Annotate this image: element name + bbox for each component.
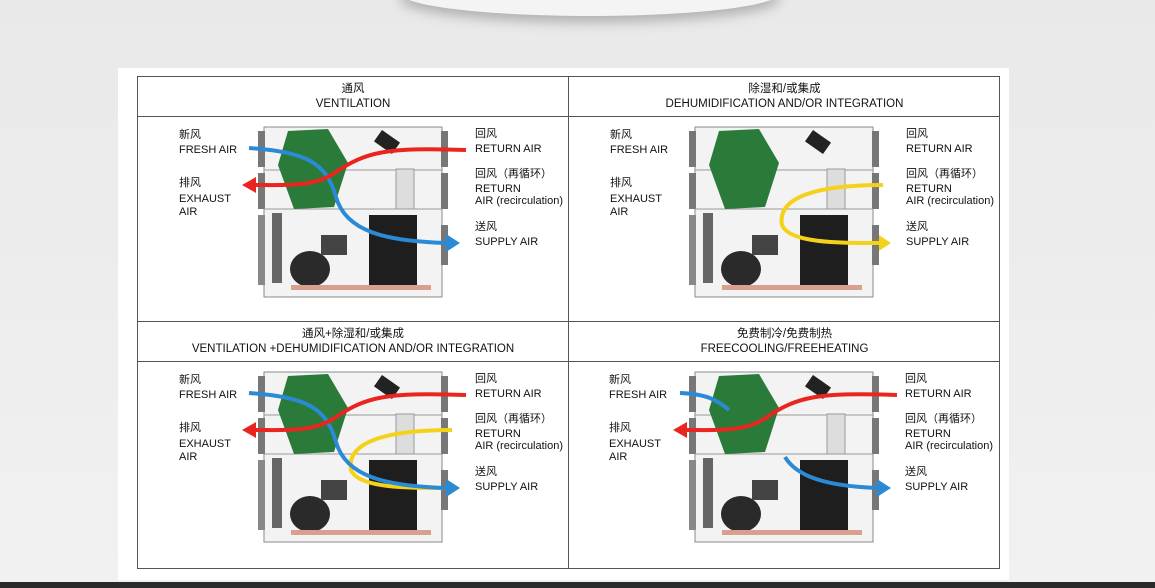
return-air-label-cn: 回风 (475, 373, 497, 385)
return-air-arrow (673, 392, 898, 438)
mode-title-cn: 除湿和/或集成 (748, 83, 821, 95)
mode-title-cn: 通风+除湿和/或集成 (302, 328, 404, 340)
fresh-air-label: FRESH AIR (179, 144, 238, 156)
recirculation-label: RETURN (475, 428, 521, 440)
supply-air-label-cn: 送风 (475, 466, 497, 478)
unit-diagram (242, 126, 467, 298)
mode-title-en: FREECOOLING/FREEHEATING (700, 343, 869, 355)
exhaust-air-label: EXHAUST (179, 438, 231, 450)
fresh-air-label-cn: 新风 (609, 374, 631, 386)
exhaust-air-label-cn: 排风 (609, 422, 631, 434)
return-air-arrow (242, 147, 467, 193)
return-air-label: RETURN AIR (475, 388, 542, 400)
unit-diagram (689, 126, 891, 298)
supply-air-label: SUPPLY AIR (475, 481, 539, 493)
recirculation-label-cn: 回风（再循环） (475, 168, 552, 180)
fresh-air-arrow (248, 391, 460, 497)
heat-exchanger (278, 129, 348, 209)
fresh-air-label-cn: 新风 (610, 129, 632, 141)
modes-table: 通风 VENTILATION 除湿和/或集成 DEHUMIDIFICATION AND… (137, 76, 1000, 569)
heat-exchanger (278, 374, 348, 454)
exhaust-air-label-cn: 排风 (610, 177, 632, 189)
fresh-air-label: FRESH AIR (609, 389, 668, 401)
diagram-panel: 通风 VENTILATION 除湿和/或集成 DEHUMIDIFICATION AND… (118, 68, 1009, 580)
unit-diagram (242, 371, 467, 543)
unit-diagram (673, 371, 898, 543)
exhaust-air-label: EXHAUST (179, 193, 231, 205)
bottom-bar (0, 582, 1155, 588)
return-air-label-cn: 回风 (905, 373, 927, 385)
exhaust-air-label-2: AIR (179, 451, 198, 463)
mode-header: 通风+除湿和/或集成 VENTILATION +DEHUMIDIFICATION … (138, 322, 569, 362)
fresh-air-label: FRESH AIR (179, 389, 238, 401)
mode-title-cn: 免费制冷/免费制热 (736, 328, 833, 340)
exhaust-air-label-cn: 排风 (179, 177, 201, 189)
recirculation-label: RETURN (906, 183, 952, 195)
return-air-label-cn: 回风 (906, 128, 928, 140)
recirculation-label: RETURN (475, 183, 521, 195)
recirculation-label-cn: 回风（再循环） (475, 413, 552, 425)
recirculation-label-2: AIR (recirculation) (475, 440, 564, 452)
mode-title-cn: 通风 (341, 83, 365, 95)
fresh-air-arrow (248, 146, 460, 252)
decorative-shadow (400, 0, 780, 16)
supply-air-label: SUPPLY AIR (475, 236, 539, 248)
recirculation-airflow-arrow (779, 183, 891, 251)
supply-air-label-cn: 送风 (475, 221, 497, 233)
heat-exchanger (709, 129, 779, 209)
recirculation-label-cn: 回风（再循环） (906, 168, 983, 180)
supply-air-label: SUPPLY AIR (905, 481, 969, 493)
exhaust-air-label: EXHAUST (609, 438, 661, 450)
exhaust-air-label-cn: 排风 (179, 422, 201, 434)
supply-air-label-cn: 送风 (905, 466, 927, 478)
return-air-label: RETURN AIR (906, 143, 973, 155)
return-air-arrow (242, 392, 467, 438)
mode-title-en: DEHUMIDIFICATION AND/OR INTEGRATION (665, 98, 904, 110)
fresh-air-arrow (679, 391, 891, 497)
exhaust-air-label-2: AIR (179, 206, 198, 218)
supply-air-label-cn: 送风 (906, 221, 928, 233)
heat-exchanger (709, 374, 779, 454)
return-air-label-cn: 回风 (475, 128, 497, 140)
recirculation-label-cn: 回风（再循环） (905, 413, 982, 425)
mode-title-en: VENTILATION (315, 98, 391, 110)
exhaust-air-label-2: AIR (610, 206, 629, 218)
recirculation-label-2: AIR (recirculation) (475, 195, 564, 207)
recirculation-label-2: AIR (recirculation) (905, 440, 994, 452)
fresh-air-label-cn: 新风 (179, 374, 201, 386)
return-air-label: RETURN AIR (905, 388, 972, 400)
mode-header: 除湿和/或集成 DEHUMIDIFICATION AND/OR INTEGRATI… (569, 77, 1000, 117)
exhaust-air-label: EXHAUST (610, 193, 662, 205)
fresh-air-label: FRESH AIR (610, 144, 669, 156)
mode-header: 通风 VENTILATION (138, 77, 569, 117)
mode-header: 免费制冷/免费制热 FREECOOLING/FREEHEATING (569, 322, 1000, 362)
return-air-label: RETURN AIR (475, 143, 542, 155)
exhaust-air-label-2: AIR (609, 451, 628, 463)
mode-title-en: VENTILATION +DEHUMIDIFICATION AND/OR INT… (191, 343, 515, 355)
fresh-air-label-cn: 新风 (179, 129, 201, 141)
recirculation-label-2: AIR (recirculation) (906, 195, 995, 207)
supply-air-label: SUPPLY AIR (906, 236, 970, 248)
recirculation-label: RETURN (905, 428, 951, 440)
